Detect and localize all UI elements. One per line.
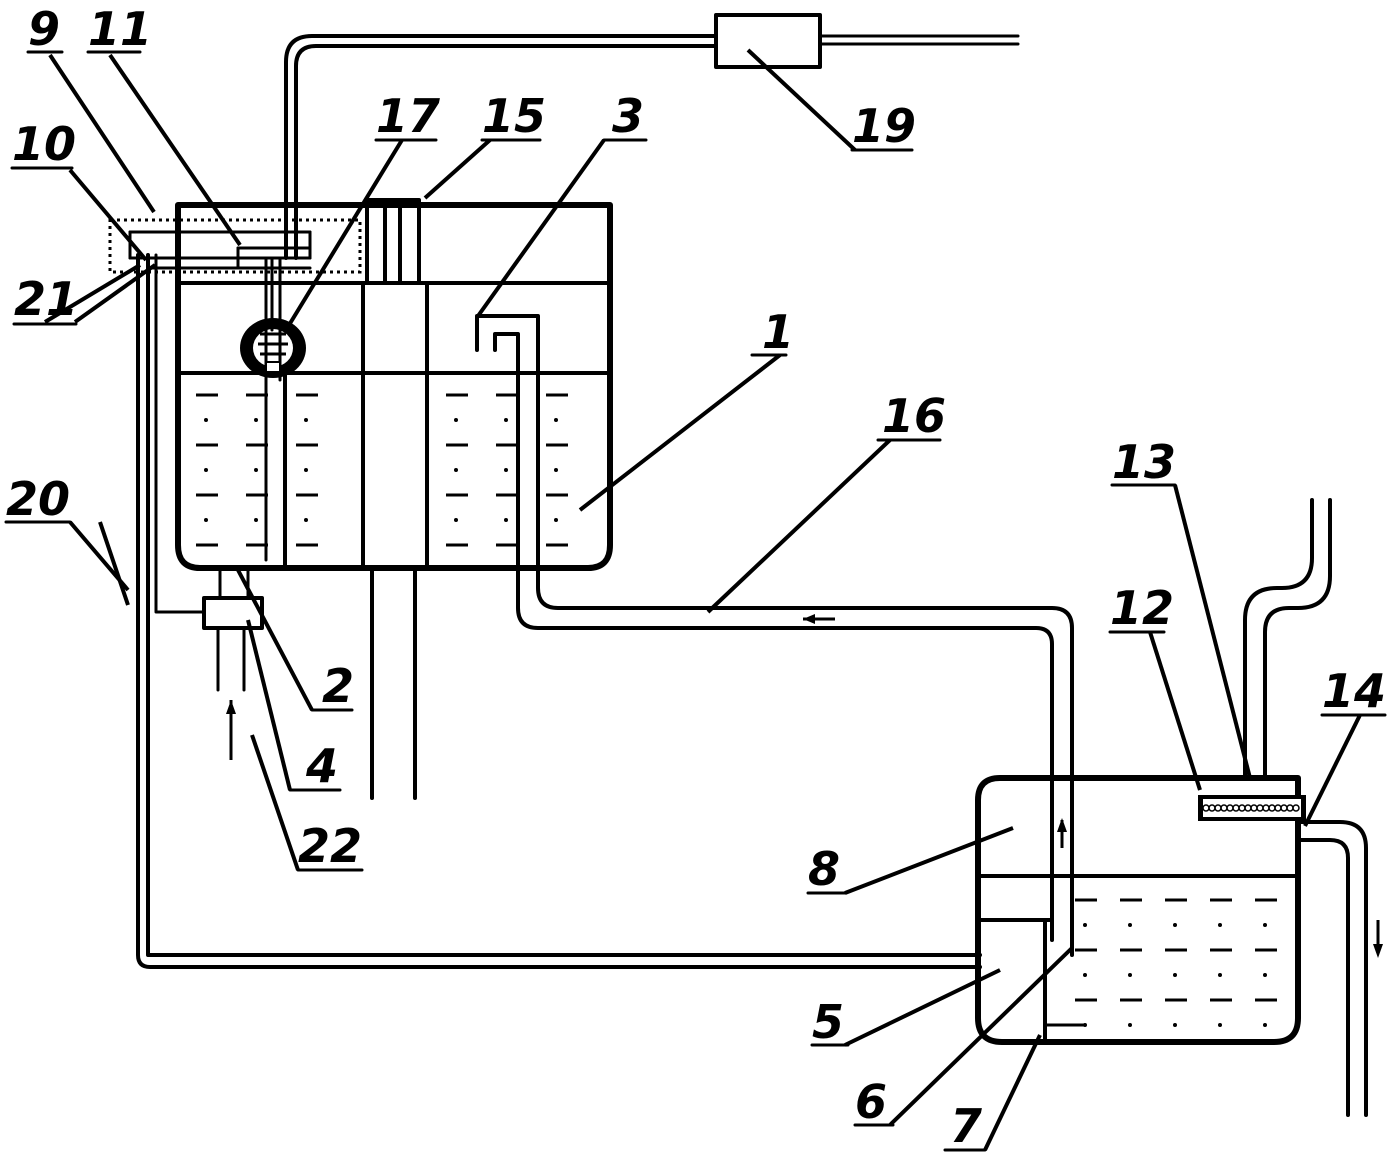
number-labels: 9 11 10 21 17 15 3 1 16 19 20 2 4 22 13 … (4, 2, 1387, 1153)
main-tank (175, 202, 613, 800)
water-dot (304, 468, 308, 472)
water-dot (1263, 973, 1267, 977)
water-dot (504, 518, 508, 522)
water-dot (1218, 1023, 1222, 1027)
sprayer-17 (240, 256, 306, 562)
filter-mesh-cell (1292, 804, 1300, 812)
label-19: 19 (852, 99, 916, 153)
label-4: 4 (305, 739, 338, 793)
water-dot (554, 468, 558, 472)
filter-12 (1198, 795, 1306, 821)
label-8: 8 (808, 842, 840, 896)
top-pipe (284, 13, 1020, 260)
label-1: 1 (762, 305, 794, 359)
water-dot (554, 418, 558, 422)
water-dot (1083, 923, 1087, 927)
water-dot (204, 468, 208, 472)
water-dot (1083, 1023, 1087, 1027)
water-dot (1173, 1023, 1177, 1027)
label-9: 9 (28, 2, 60, 56)
label-10: 10 (12, 117, 76, 171)
water-dot (204, 418, 208, 422)
water-dot (454, 518, 458, 522)
label-2: 2 (322, 659, 354, 713)
label-6: 6 (855, 1075, 887, 1129)
water-dot (1173, 973, 1177, 977)
leader-lines (43, 48, 1362, 1151)
water-dot (554, 518, 558, 522)
main-tank-water (196, 393, 568, 547)
water-dot (1128, 1023, 1132, 1027)
water-dot (1218, 973, 1222, 977)
label-22: 22 (298, 819, 362, 873)
label-11: 11 (88, 2, 152, 56)
lower-tank-water (1075, 898, 1277, 1027)
left-pipes (136, 253, 982, 969)
water-dot (1128, 973, 1132, 977)
water-dot (504, 468, 508, 472)
lower-tank (975, 775, 1301, 1045)
vent-pipe-13 (1243, 498, 1332, 780)
outlet-pipe-14 (1296, 820, 1383, 1117)
label-15: 15 (482, 89, 546, 143)
water-dot (1218, 923, 1222, 927)
water-dot (1173, 923, 1177, 927)
label-13: 13 (1112, 435, 1176, 489)
water-dot (254, 418, 258, 422)
water-dot (204, 518, 208, 522)
component-15-block (365, 198, 421, 285)
label-14: 14 (1322, 664, 1386, 718)
water-dot (254, 468, 258, 472)
label-3: 3 (612, 89, 644, 143)
label-12: 12 (1110, 581, 1174, 635)
label-16: 16 (882, 389, 946, 443)
label-5: 5 (812, 995, 844, 1049)
water-dot (1128, 923, 1132, 927)
water-dot (1083, 973, 1087, 977)
water-dot (254, 518, 258, 522)
water-dot (304, 518, 308, 522)
pipe-16 (475, 314, 1074, 957)
label-17: 17 (376, 89, 440, 143)
label-7: 7 (950, 1099, 982, 1153)
water-dot (454, 468, 458, 472)
water-dot (1263, 1023, 1267, 1027)
label-21: 21 (14, 272, 78, 326)
water-dot (1263, 923, 1267, 927)
water-dot (304, 418, 308, 422)
water-dot (454, 418, 458, 422)
water-dot (504, 418, 508, 422)
label-20: 20 (6, 472, 70, 526)
